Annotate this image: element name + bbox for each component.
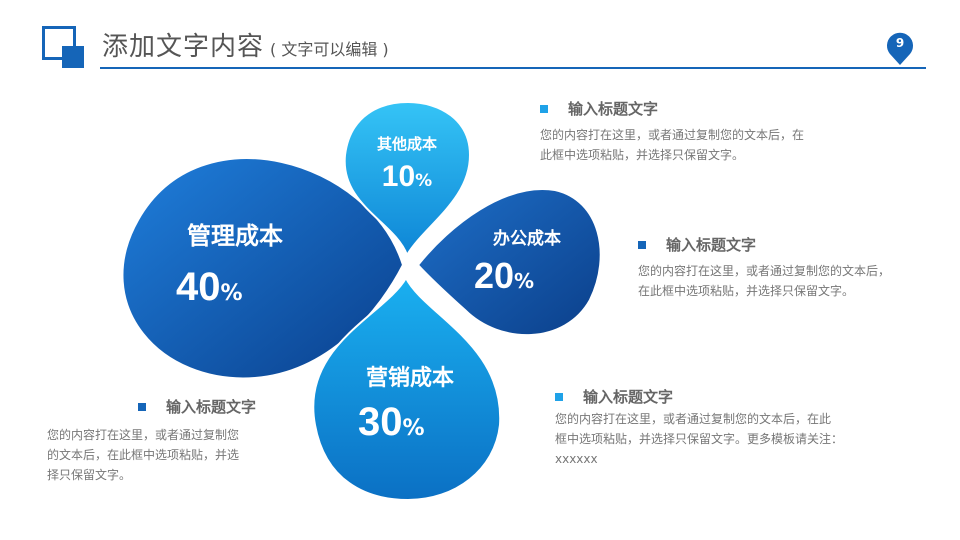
page-title-group: 添加文字内容 ( 文字可以编辑 ) <box>102 26 389 66</box>
petal-management-value: 40 <box>176 265 221 309</box>
petal-management <box>121 157 405 380</box>
square-bullet-icon <box>638 240 646 249</box>
logo-outline-square <box>42 26 76 60</box>
block-body-line: xxxxxx <box>555 452 598 466</box>
square-bullet-icon <box>138 402 146 411</box>
block-heading: 输入标题文字 <box>47 396 287 417</box>
square-bullet-icon <box>540 104 548 113</box>
block-body-line: 您的内容打在这里，或者通过复制您的文本后， <box>638 264 891 278</box>
block-body: 您的内容打在这里，或者通过复制您的文本后， 在此框中选项粘贴，并选择只保留文字。 <box>638 261 938 301</box>
page-number: 9 <box>895 36 905 50</box>
block-title: 输入标题文字 <box>583 388 674 406</box>
block-body-line: 您的内容打在这里，或者通过复制您 <box>47 428 240 442</box>
block-heading: 输入标题文字 <box>638 234 938 255</box>
block-body-line: 在此框中选项粘贴，并选择只保留文字。 <box>638 284 855 298</box>
petal-management-content: 管理成本 40% <box>170 216 300 310</box>
page-subtitle: ( 文字可以编辑 ) <box>270 40 389 59</box>
petal-office-value: 20 <box>474 255 515 296</box>
petal-other-value: 10 <box>381 160 416 193</box>
logo-filled-square <box>62 46 84 68</box>
petal-office-content: 办公成本 20% <box>472 224 582 297</box>
text-block-top-right: 输入标题文字 您的内容打在这里，或者通过复制您的文本后，在 此框中选项粘贴，并选… <box>540 98 870 165</box>
petal-other-unit: % <box>415 171 433 191</box>
logo-mark <box>42 26 84 68</box>
block-body-line: 您的内容打在这里，或者通过复制您的文本后，在此 <box>555 412 832 426</box>
page-title: 添加文字内容 <box>102 32 265 62</box>
block-body-line: 框中选项粘贴，并选择只保留文字。更多模板请关注： <box>555 432 844 446</box>
petal-marketing-percent: 30% <box>350 400 470 445</box>
block-title: 输入标题文字 <box>166 398 257 416</box>
block-body-line: 此框中选项粘贴，并选择只保留文字。 <box>540 148 745 162</box>
petal-management-label: 管理成本 <box>187 222 283 250</box>
text-block-middle-right: 输入标题文字 您的内容打在这里，或者通过复制您的文本后， 在此框中选项粘贴，并选… <box>638 234 938 301</box>
block-body-line: 择只保留文字。 <box>47 468 132 482</box>
petal-marketing-unit: % <box>402 416 425 441</box>
block-body: 您的内容打在这里，或者通过复制您的文本后，在此 框中选项粘贴，并选择只保留文字。… <box>555 409 885 469</box>
block-body-line: 的文本后，在此框中选项粘贴，并选 <box>47 448 240 462</box>
petal-management-unit: % <box>220 281 243 306</box>
petal-office-label: 办公成本 <box>493 229 561 249</box>
petal-other-label: 其他成本 <box>376 135 437 153</box>
petal-office-unit: % <box>514 269 535 293</box>
petal-marketing-content: 营销成本 30% <box>350 360 470 445</box>
map-pin-icon <box>887 32 913 65</box>
petal-other <box>343 100 472 258</box>
header-divider <box>100 67 926 69</box>
petal-marketing <box>312 275 502 502</box>
block-body: 您的内容打在这里，或者通过复制您的文本后，在 此框中选项粘贴，并选择只保留文字。 <box>540 125 870 165</box>
petal-marketing-label: 营销成本 <box>365 366 454 391</box>
petal-office <box>416 188 602 337</box>
petal-marketing-value: 30 <box>358 400 403 444</box>
page-number-badge: 9 <box>886 32 914 66</box>
block-heading: 输入标题文字 <box>540 98 870 119</box>
petal-office-percent: 20% <box>472 255 582 297</box>
block-title: 输入标题文字 <box>568 100 659 118</box>
petal-other-percent: 10% <box>362 160 452 194</box>
block-body-line: 您的内容打在这里，或者通过复制您的文本后，在 <box>540 128 805 142</box>
petal-management-percent: 40% <box>170 265 300 310</box>
block-title: 输入标题文字 <box>666 236 757 254</box>
block-heading: 输入标题文字 <box>555 386 885 407</box>
text-block-bottom-right: 输入标题文字 您的内容打在这里，或者通过复制您的文本后，在此 框中选项粘贴，并选… <box>555 386 885 469</box>
block-body: 您的内容打在这里，或者通过复制您 的文本后，在此框中选项粘贴，并选 择只保留文字… <box>47 425 287 485</box>
square-bullet-icon <box>555 392 563 401</box>
text-block-bottom-left: 输入标题文字 您的内容打在这里，或者通过复制您 的文本后，在此框中选项粘贴，并选… <box>47 396 287 485</box>
petal-other-content: 其他成本 10% <box>362 133 452 194</box>
